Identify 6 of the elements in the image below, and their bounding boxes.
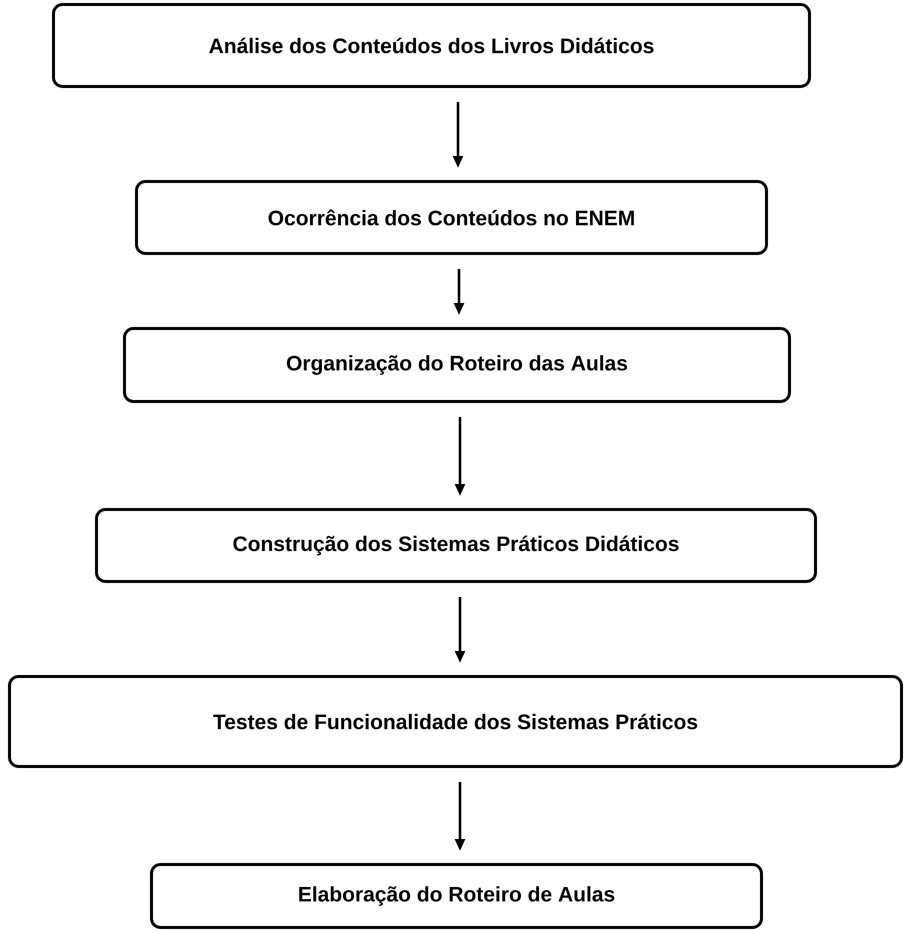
- process-box: Construção dos Sistemas Práticos Didáticos: [95, 508, 817, 583]
- process-box: Organização do Roteiro das Aulas: [123, 327, 791, 403]
- process-box: Testes de Funcionalidade dos Sistemas Práticos: [8, 675, 903, 768]
- process-box: Ocorrência dos Conteúdos no ENEM: [135, 180, 768, 255]
- process-box: Elaboração do Roteiro de Aulas: [150, 863, 763, 929]
- process-box: Análise dos Conteúdos dos Livros Didáticos: [52, 3, 811, 88]
